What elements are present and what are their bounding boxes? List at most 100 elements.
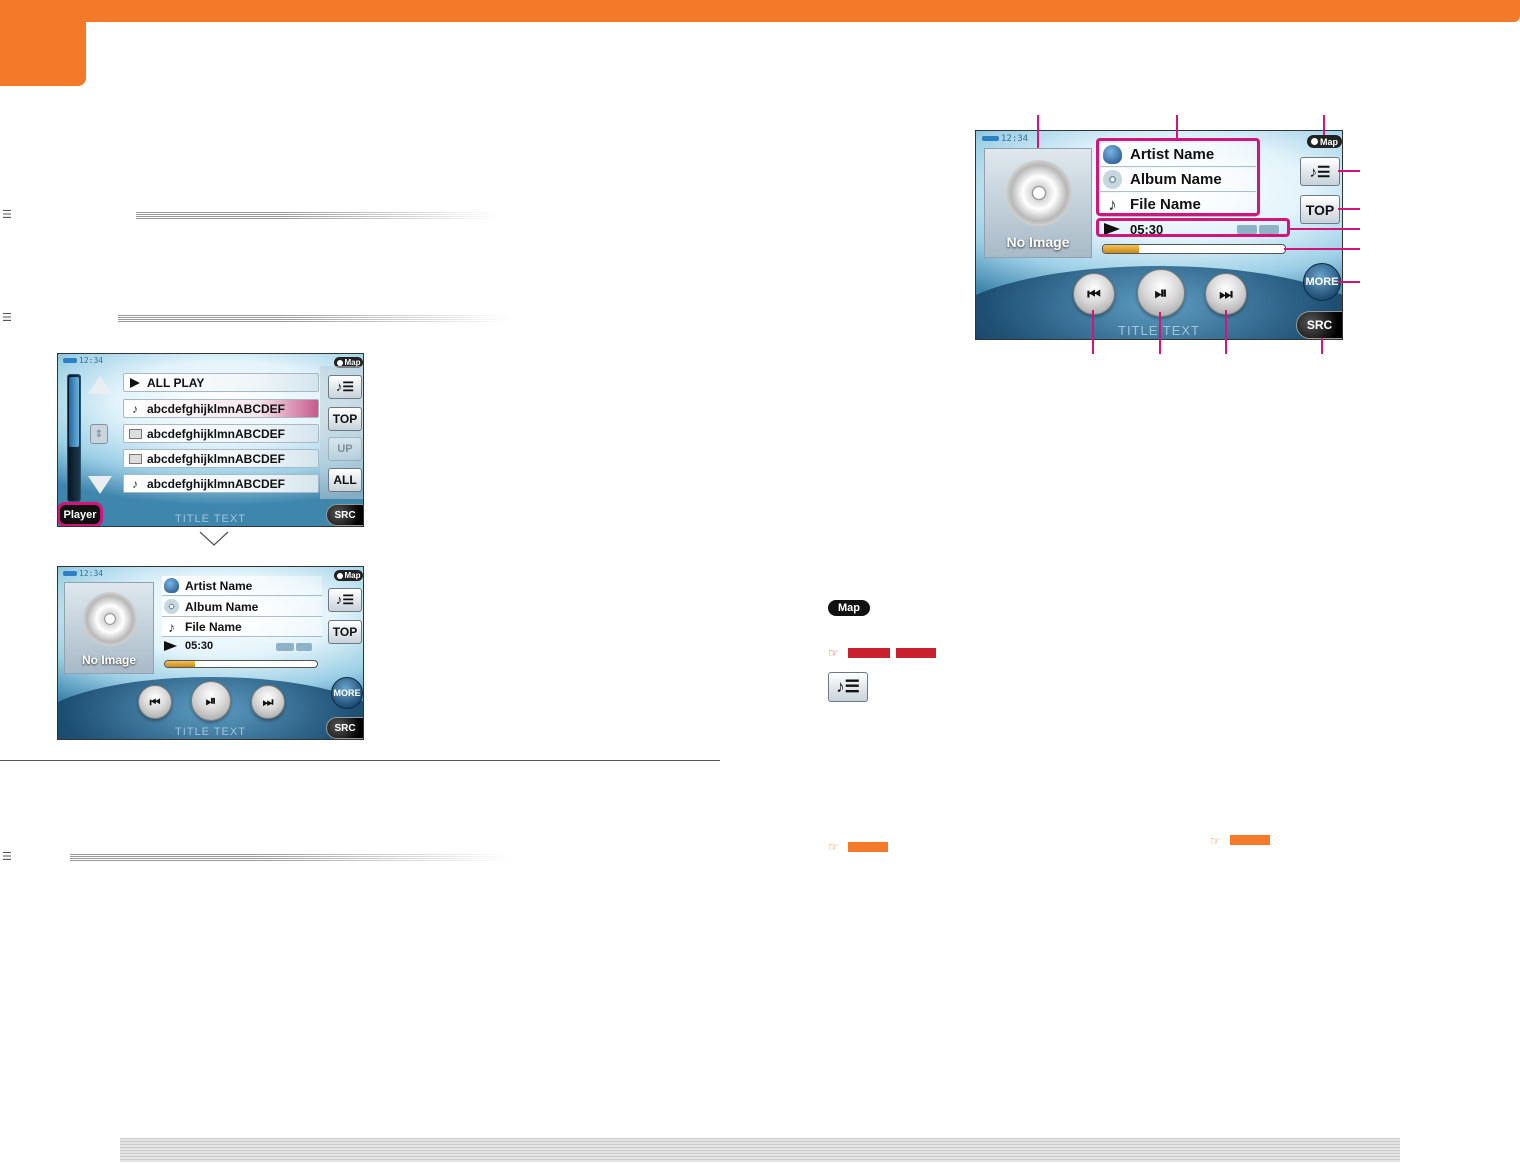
playlist-button[interactable]: ♪☰	[1300, 157, 1340, 186]
menu-icon: ☰	[2, 208, 12, 221]
next-button[interactable]: ⏭	[1205, 273, 1247, 315]
progress-bar[interactable]	[1102, 244, 1286, 254]
music-note-icon: ♪	[1108, 194, 1117, 214]
shuffle-icon	[276, 643, 294, 651]
page-reference-tag[interactable]	[848, 648, 890, 658]
play-pause-button[interactable]: ⏯	[191, 681, 231, 721]
film-icon	[126, 453, 144, 464]
menu-icon: ☰	[2, 850, 12, 863]
previous-button[interactable]: ⏮	[1073, 273, 1115, 315]
progress-fill	[165, 661, 196, 667]
battery-icon	[63, 358, 77, 363]
play-pause-icon: ⏯	[1154, 283, 1168, 302]
list-item[interactable]: abcdefghijklmnABCDEF	[123, 449, 319, 468]
list-item[interactable]: ♪ abcdefghijklmnABCDEF	[123, 474, 319, 493]
player-button[interactable]: Player	[58, 502, 103, 526]
player-screen-small: 12:34 Map No Image Artist Name Album Nam…	[57, 566, 364, 740]
album-icon	[164, 599, 179, 614]
play-pause-icon: ⏯	[205, 693, 217, 709]
playlist-button-reference: ♪☰	[828, 672, 868, 702]
top-button[interactable]: TOP	[328, 407, 362, 431]
page-jump-icon[interactable]: ⇕	[90, 424, 108, 444]
title-text: TITLE TEXT	[175, 726, 246, 738]
time-row: 05:30	[164, 639, 213, 653]
playlist-button[interactable]: ♪☰	[328, 375, 362, 399]
time-row: 05:30	[1104, 221, 1163, 237]
artist-row: Artist Name	[162, 576, 322, 596]
play-mode-icons	[276, 643, 312, 651]
music-note-icon: ♪	[132, 476, 138, 491]
shuffle-icon	[1237, 225, 1257, 234]
previous-track-icon: ⏮	[149, 694, 161, 709]
playlist-button[interactable]: ♪☰	[328, 588, 362, 612]
previous-track-icon: ⏮	[1087, 285, 1101, 303]
menu-icon: ☰	[2, 311, 12, 324]
src-button[interactable]: SRC	[1296, 311, 1342, 339]
scrollbar[interactable]	[67, 374, 81, 502]
globe-icon	[336, 572, 343, 579]
reference-hand-icon: ☞	[1210, 834, 1221, 848]
callout-line	[1338, 281, 1360, 283]
more-button[interactable]: MORE	[331, 677, 363, 709]
callout-highlight-time	[1096, 218, 1290, 237]
top-button[interactable]: TOP	[1300, 195, 1340, 224]
next-track-icon: ⏭	[1219, 285, 1233, 303]
reference-hand-icon: ☞	[828, 840, 839, 854]
callout-line	[1338, 170, 1360, 172]
up-button[interactable]: UP	[328, 437, 362, 461]
globe-icon	[336, 359, 343, 366]
section-rule-2: ☰	[0, 311, 510, 324]
list-screen: 12:34 Map ⇕ ALL PLAY ♪ abcdefghijklmnABC…	[57, 353, 364, 527]
map-button-reference: Map	[828, 600, 870, 616]
page-reference-tag[interactable]	[1230, 835, 1270, 845]
battery-icon	[982, 136, 999, 141]
callout-line	[1290, 228, 1360, 230]
playlist-icon: ♪☰	[836, 677, 860, 696]
clock: 12:34	[79, 356, 104, 365]
more-button[interactable]: MORE	[1303, 263, 1341, 301]
cd-icon	[1006, 160, 1072, 226]
list-item[interactable]: abcdefghijklmnABCDEF	[123, 424, 319, 443]
clock: 12:34	[79, 569, 104, 578]
artist-row: Artist Name	[1100, 143, 1256, 167]
play-status-icon	[164, 641, 177, 651]
album-row: Album Name	[1100, 168, 1256, 192]
list-item[interactable]: ALL PLAY	[123, 373, 319, 392]
album-icon	[1103, 170, 1122, 189]
page-reference-tag[interactable]	[896, 648, 936, 658]
scroll-up-arrow-icon[interactable]	[88, 376, 112, 394]
repeat-icon	[296, 643, 312, 651]
battery-icon	[63, 571, 77, 576]
file-row: ♪ File Name	[162, 617, 322, 637]
src-button[interactable]: SRC	[326, 504, 363, 526]
callout-line	[1159, 312, 1161, 354]
title-text: TITLE TEXT	[1118, 323, 1200, 338]
section-rule-3: ☰	[0, 850, 510, 863]
top-button[interactable]: TOP	[328, 620, 362, 644]
playlist-icon: ♪☰	[335, 592, 355, 607]
callout-line	[1323, 115, 1325, 135]
callout-line	[1321, 338, 1323, 354]
previous-button[interactable]: ⏮	[138, 685, 172, 719]
callout-line	[1037, 115, 1039, 148]
scrollbar-thumb[interactable]	[69, 377, 79, 447]
chapter-tab	[0, 0, 86, 86]
progress-bar[interactable]	[164, 660, 318, 668]
callout-line	[1284, 248, 1360, 250]
callout-line	[1092, 310, 1094, 354]
clock: 12:34	[1001, 134, 1029, 144]
list-item[interactable]: ♪ abcdefghijklmnABCDEF	[123, 399, 319, 418]
src-button[interactable]: SRC	[326, 717, 363, 739]
section-rule-1: ☰	[0, 208, 500, 221]
scroll-down-arrow-icon[interactable]	[88, 476, 112, 494]
play-icon	[126, 377, 144, 388]
chevron-down-icon	[199, 531, 229, 546]
play-pause-button[interactable]: ⏯	[1137, 269, 1185, 317]
map-button[interactable]: Map	[334, 570, 363, 581]
title-text: TITLE TEXT	[175, 513, 246, 525]
map-button[interactable]: Map	[1307, 135, 1342, 148]
page-reference-tag[interactable]	[848, 842, 888, 852]
next-button[interactable]: ⏭	[251, 685, 285, 719]
map-button[interactable]: Map	[334, 357, 363, 368]
all-button[interactable]: ALL	[328, 468, 362, 492]
